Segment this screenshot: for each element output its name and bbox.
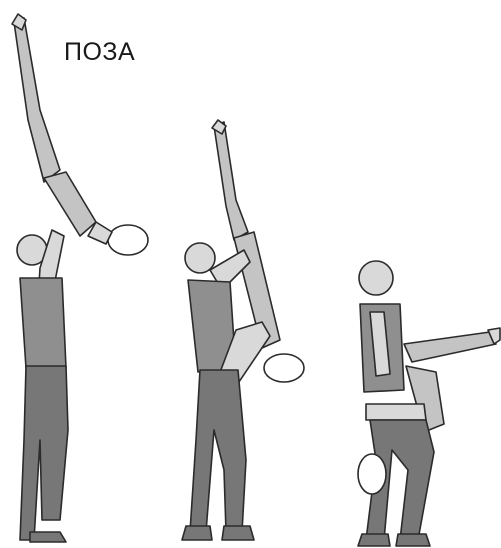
flyer-head	[108, 225, 148, 255]
base-foot	[30, 532, 66, 542]
base-head	[359, 261, 393, 295]
base-head	[185, 243, 215, 273]
lift-sequence-step-2	[182, 120, 304, 540]
lift-sequence-step-3	[358, 261, 500, 546]
base-legs	[20, 366, 68, 540]
base-torso	[20, 278, 66, 368]
base-foot	[396, 534, 430, 546]
base-legs	[190, 370, 246, 532]
base-foot	[222, 526, 254, 540]
base-foot	[182, 526, 212, 540]
flyer-leg	[404, 332, 496, 362]
flyer-head	[358, 454, 386, 494]
flyer-leg	[14, 18, 60, 182]
lift-sequence-step-1	[12, 14, 148, 542]
flyer-leg	[214, 122, 248, 240]
flyer-torso	[44, 172, 96, 236]
flyer-waist	[366, 404, 426, 420]
base-foot	[358, 534, 390, 546]
flyer-head	[264, 354, 304, 382]
